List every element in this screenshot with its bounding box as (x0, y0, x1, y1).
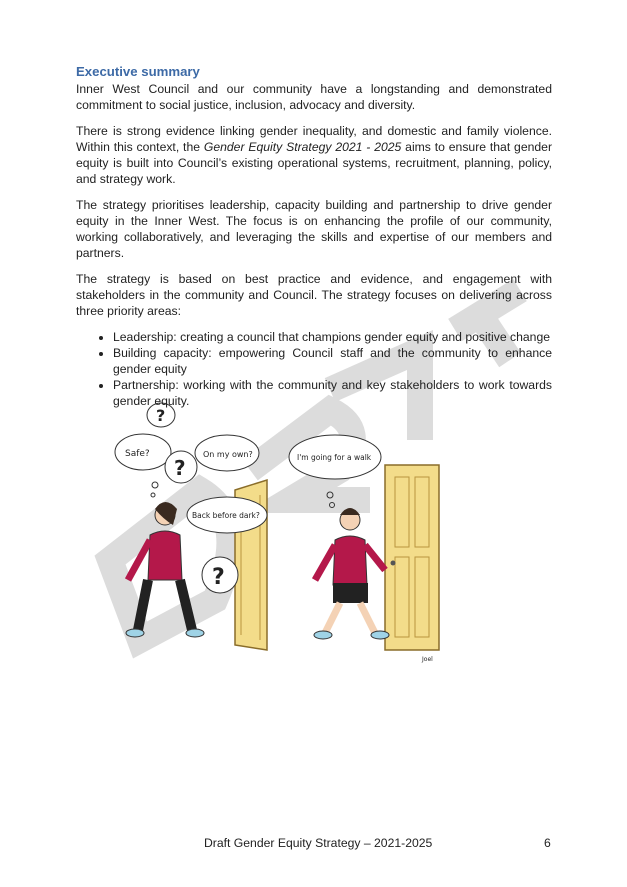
paragraph-commitment: Inner West Council and our community hav… (76, 82, 552, 112)
question-mark: ? (156, 406, 165, 425)
context-text-end: aims to ensure that gender equity is bui… (76, 140, 553, 186)
man-figure (311, 508, 390, 640)
artist-signature: Joel (421, 656, 433, 663)
list-item: Partnership: working with the community … (113, 377, 552, 409)
paragraph-approach: The strategy is based on best practice a… (76, 272, 552, 318)
list-item: Building capacity: empowering Council st… (113, 345, 552, 377)
walking-illustration: Safe? ? ? On my own? Back before dark? ?… (114, 402, 440, 663)
footer-title: Draft Gender Equity Strategy – 2021-2025 (204, 836, 433, 850)
page-number: 6 (544, 836, 551, 850)
woman-figure (124, 502, 205, 638)
bubble-going-for-walk: I'm going for a walk (297, 453, 372, 462)
question-mark: ? (174, 456, 186, 480)
strategy-title-italic: Gender Equity Strategy 2021 - 2025 (203, 140, 402, 154)
list-item: Leadership: creating a council that cham… (113, 329, 552, 345)
context-text: There is strong evidence linking gender … (76, 124, 552, 154)
section-heading: Executive summary (76, 64, 200, 79)
bubble-on-my-own: On my own? (203, 450, 253, 459)
door-right (384, 464, 440, 651)
bubble-back-before-dark: Back before dark? (192, 511, 260, 520)
bubble-safe: Safe? (125, 449, 150, 459)
paragraph-context: There is strong evidence linking gender … (76, 123, 552, 187)
paragraph-priorities: The strategy prioritises leadership, cap… (76, 198, 552, 260)
document-body: Executive summary Inner West Council and… (76, 64, 552, 409)
question-mark: ? (212, 565, 225, 590)
priority-list: Leadership: creating a council that cham… (76, 329, 552, 409)
